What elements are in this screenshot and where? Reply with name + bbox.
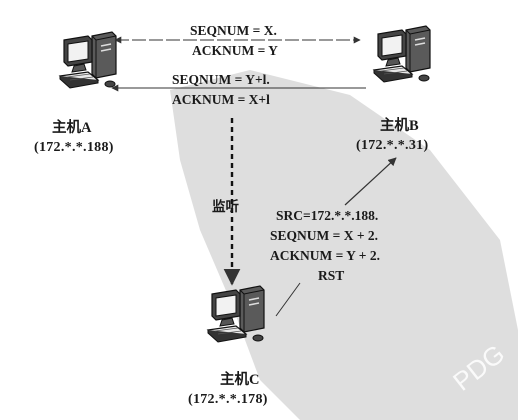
pointer-c-to-spoof bbox=[275, 282, 301, 317]
watermark-seal bbox=[170, 70, 518, 420]
spoof-seq: SEQNUM = X + 2. bbox=[270, 228, 379, 243]
host-a-name: 主机A bbox=[52, 120, 92, 136]
spoof-src: SRC=172.*.*.188. bbox=[276, 208, 379, 223]
msg-a-to-b-ack: ACKNUM = Y bbox=[192, 43, 278, 58]
host-a-computer-icon bbox=[59, 31, 117, 89]
host-c-name: 主机C bbox=[220, 372, 260, 388]
msg-a-to-b-seq: SEQNUM = X. bbox=[190, 23, 277, 38]
host-a-ip: (172.*.*.188) bbox=[34, 140, 114, 155]
host-b-name: 主机B bbox=[380, 118, 419, 134]
spoof-ack: ACKNUM = Y + 2. bbox=[270, 248, 380, 263]
host-b-computer-icon bbox=[373, 25, 431, 83]
monitor-label: 监听 bbox=[212, 199, 239, 214]
msg-b-to-a-seq: SEQNUM = Y+l. bbox=[172, 72, 270, 87]
host-c-ip: (172.*.*.178) bbox=[188, 392, 268, 407]
msg-b-to-a-ack: ACKNUM = X+l bbox=[172, 92, 270, 107]
host-b-ip: (172.*.*.31) bbox=[356, 138, 429, 153]
spoof-rst: RST bbox=[318, 268, 345, 283]
arrow-spoof-to-b bbox=[344, 157, 397, 206]
